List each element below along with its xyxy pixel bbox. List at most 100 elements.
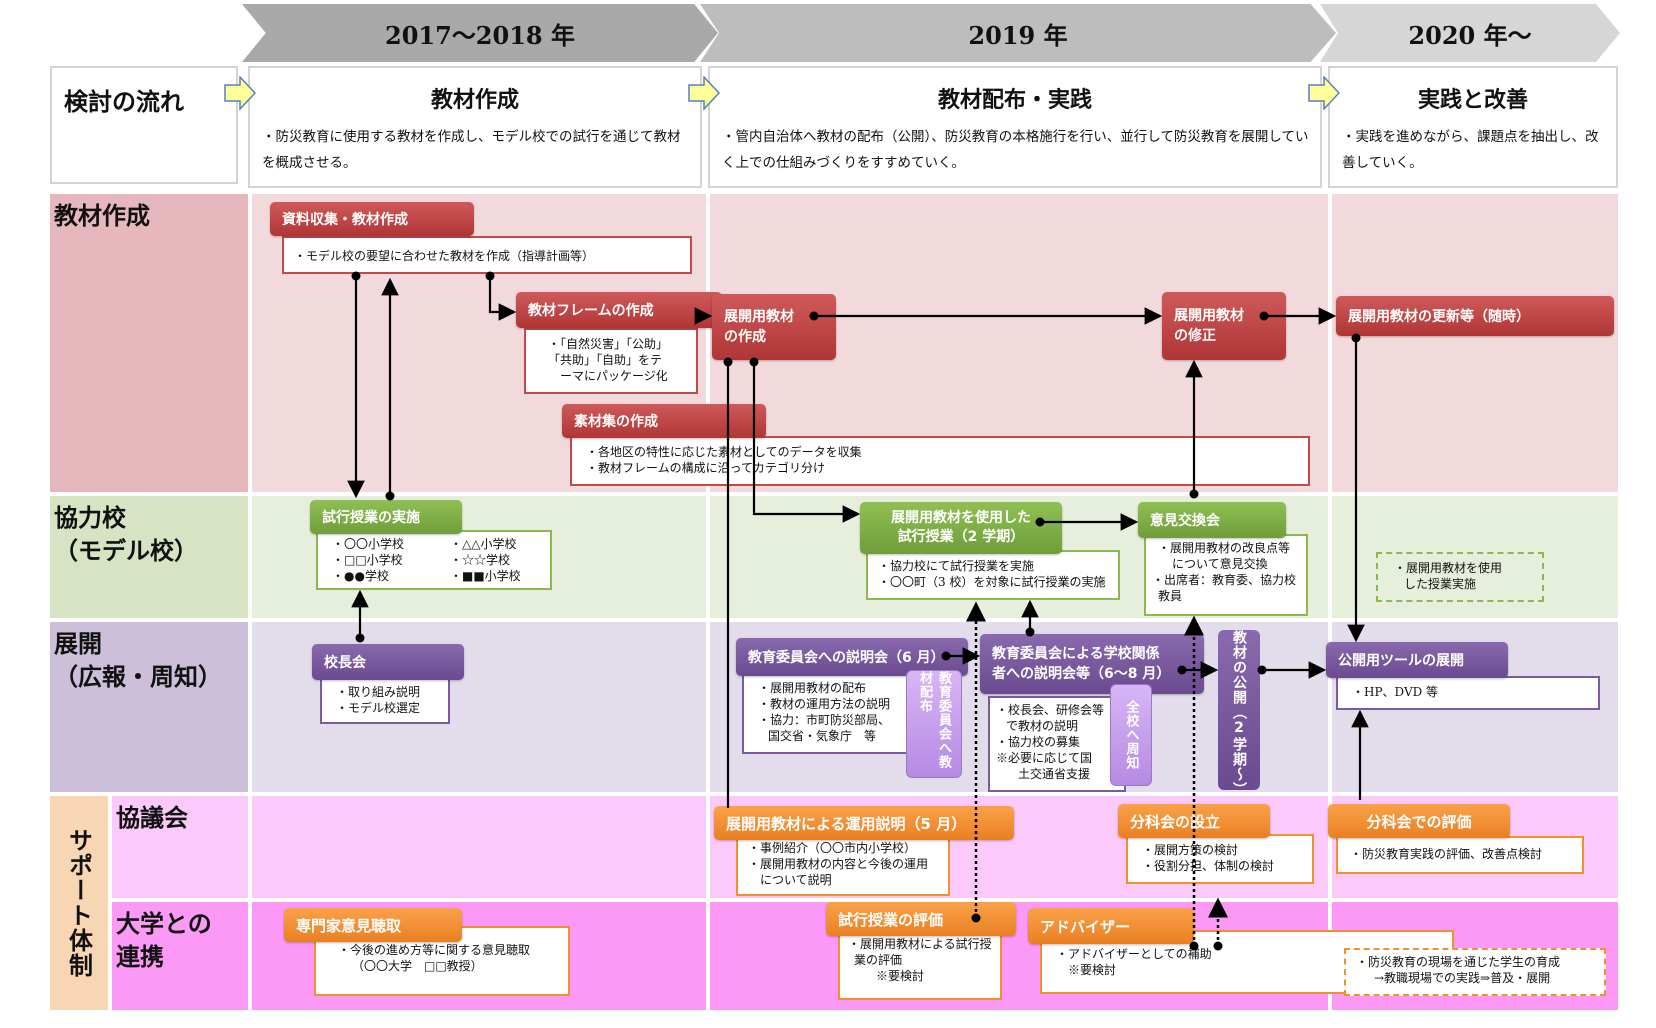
trial-class-2nd-term-node: 展開用教材を使用した 試行授業（2 学期）: [860, 502, 1062, 554]
flow-arrow-icon: [1308, 76, 1340, 110]
subcommittee-body: ・展開方策の検討 ・役割分担、体制の検討: [1126, 834, 1314, 884]
collect-materials-node: 資料収集・教材作成: [270, 202, 474, 236]
trial2-body: ・協力校にて試行授業を実施 ・〇〇町（3 校）を対象に試行授業の実施: [866, 550, 1120, 600]
revise-material-node: 展開用教材 の修正: [1162, 292, 1286, 360]
phase-title: 教材作成: [430, 88, 519, 113]
body-line: ・出席者：教育委、協力校: [1152, 573, 1297, 587]
body-line: 業の評価: [854, 953, 903, 967]
lane-title-line: （モデル校）: [54, 537, 198, 565]
year-label: 2020 年〜: [1408, 20, 1532, 50]
lane-label-council: 協議会: [112, 796, 248, 898]
expert-hearing-node: 専門家意見聴取: [284, 908, 462, 942]
trial-class-node: 試行授業の実施: [310, 500, 462, 534]
phase-improvement: 実践と改善 ・実践を進めながら、課題点を抽出し、改善していく。: [1328, 66, 1618, 188]
flow-arrow-icon: [688, 76, 720, 110]
body-line: ※要検討: [876, 969, 925, 983]
lane-council-2017: [252, 796, 706, 898]
node-title-line: 展開用教材: [1174, 308, 1244, 324]
body-line: →教職現場での実践⇒普及・展開: [1374, 971, 1551, 985]
body-line: 「共助」「自助」をテ: [548, 353, 663, 367]
body-line: ・教材の運用方法の説明: [758, 697, 891, 711]
school-list: ・〇〇小学校 ・△△小学校 ・□□小学校 ・☆☆学校 ・●●学校 ・■■小学校: [332, 536, 536, 584]
phase-title: 教材配布・実践: [937, 88, 1092, 113]
school-item: ・■■小学校: [450, 569, 521, 583]
lane-label-school: 協力校（モデル校）: [50, 496, 248, 618]
operation-explanation-node: 展開用教材による運用説明（5 月）: [714, 806, 1014, 840]
school-item: ・△△小学校: [450, 537, 517, 551]
principals-meeting-node: 校長会: [312, 644, 464, 680]
phase-desc: ・実践を進めながら、課題点を抽出し、改善していく。: [1342, 129, 1599, 171]
body-line: ・モデル校選定: [336, 701, 421, 715]
public-tools-node: 公開用ツールの展開: [1326, 642, 1508, 678]
lane-title: 協力校（モデル校）: [50, 496, 248, 568]
body-line: ・各地区の特性に応じた素材としてのデータを収集: [586, 445, 862, 459]
year-label: 2019 年: [968, 20, 1068, 50]
body-line: ※要検討: [1068, 963, 1117, 977]
body-line: ※必要に応じて国: [996, 751, 1093, 765]
year-banner-2020: 2020 年〜: [1320, 4, 1620, 62]
lane-title: 協議会: [116, 804, 188, 832]
node-title-line: の作成: [724, 329, 766, 345]
body-line: ・アドバイザーとしての補助: [1056, 947, 1212, 961]
assets-body: ・各地区の特性に応じた素材としてのデータを収集 ・教材フレームの構成に沿ってカテ…: [570, 436, 1310, 486]
opinion-exchange-node: 意見交換会: [1138, 502, 1286, 538]
node-title-line: 試行授業（2 学期）: [897, 529, 1025, 545]
body-line: について説明: [760, 873, 832, 887]
phase-desc: ・防災教育に使用する教材を作成し、モデル校での試行を通じて教材を概成させる。: [262, 129, 681, 171]
trial-evaluation-node: 試行授業の評価: [826, 902, 1016, 936]
body-line: ・展開用教材を使用: [1394, 561, 1503, 575]
school-briefing-node: 教育委員会による学校関係 者への説明会等（6〜8 月）: [980, 634, 1204, 694]
frame-node: 教材フレームの作成: [516, 292, 722, 328]
body-line: ・展開用教材の改良点等: [1158, 541, 1291, 555]
body-line: ・〇〇町（3 校）を対象に試行授業の実施: [878, 575, 1106, 589]
phase-desc: ・管内自治体へ教材の配布（公開）、防災教育の本格施行を行い、並行して防災教育を展…: [722, 129, 1309, 171]
body-line: ・教材フレームの構成に沿ってカテゴリ分け: [586, 461, 826, 475]
flow-arrow-icon: [224, 76, 256, 110]
lane-label-support: サポート体制: [50, 796, 108, 1010]
body-line: ・取り組み説明: [336, 685, 421, 699]
all-schools-tag: 全校へ周知: [1110, 684, 1152, 786]
body-line: ・校長会、研修会等: [996, 703, 1105, 717]
node-title-line: 展開用教材を使用した: [891, 510, 1031, 526]
phase-distribution: 教材配布・実践 ・管内自治体へ教材の配布（公開）、防災教育の本格施行を行い、並行…: [708, 66, 1322, 188]
subcommittee-setup-node: 分科会の設立: [1118, 804, 1270, 838]
lane-label-material: 教材作成: [50, 194, 248, 492]
node-title-line: の修正: [1174, 328, 1216, 344]
body-line: 国交省・気象庁 等: [768, 729, 877, 743]
body-line: ・展開用教材の配布: [758, 681, 867, 695]
body-line: ・役割分担、体制の検討: [1142, 859, 1275, 873]
explain-body: ・事例紹介（〇〇市内小学校） ・展開用教材の内容と今後の運用 について説明: [736, 834, 950, 896]
lane-title-line: 大学との: [116, 910, 212, 938]
body-line: ーマにパッケージ化: [560, 369, 668, 383]
phase-title: 実践と改善: [1417, 88, 1528, 113]
evaluation-body: ・防災教育実践の評価、改善点検討: [1336, 836, 1584, 874]
year-banner-2017-2018: 2017〜2018 年: [242, 4, 718, 62]
lane-label-university: 大学との連携: [112, 902, 248, 1010]
tools-body: ・HP、DVD 等: [1336, 676, 1600, 710]
trial-schools-body: ・〇〇小学校 ・△△小学校 ・□□小学校 ・☆☆学校 ・●●学校 ・■■小学校: [316, 530, 552, 590]
body-line: 教員: [1158, 589, 1183, 603]
body-line: ・協力：市町防災部局、: [758, 713, 891, 727]
body-line: ・協力校にて試行授業を実施: [878, 559, 1035, 573]
board-brief-body: ・展開用教材の配布 ・教材の運用方法の説明 ・協力：市町防災部局、 国交省・気象…: [742, 672, 918, 754]
subcommittee-evaluation-node: 分科会での評価: [1328, 804, 1510, 838]
node-title-line: 展開用教材: [724, 309, 794, 325]
lane-title-line: （広報・周知）: [54, 663, 222, 691]
student-training-box: ・防災教育の現場を通じた学生の育成 →教職現場での実践⇒普及・展開: [1344, 948, 1606, 996]
lane-title: 大学との連携: [112, 902, 248, 974]
school-item: ・〇〇小学校: [332, 537, 405, 551]
deploy-material-creation-node: 展開用教材 の作成: [712, 294, 836, 360]
body-line: ・防災教育の現場を通じた学生の育成: [1356, 955, 1561, 969]
advisor-node: アドバイザー: [1028, 908, 1194, 944]
lane-school-2020: [1332, 496, 1618, 618]
lane-title-line: 連携: [116, 943, 164, 971]
body-line: ・今後の進め方等に関する意見聴取: [338, 943, 531, 957]
body-line: 土交通省支援: [1018, 767, 1091, 781]
lane-label-deploy: 展開（広報・周知）: [50, 622, 248, 792]
trial-eval-body: ・展開用教材による試行授 業の評価 ※要検討: [838, 930, 1002, 1000]
publish-material-node: 教材の公開（2学期〜）: [1218, 630, 1260, 797]
body-line: ・事例紹介（〇〇市内小学校）: [748, 841, 917, 855]
collect-body: ・モデル校の要望に合わせた教材を作成（指導計画等）: [282, 236, 692, 274]
body-line: で教材の説明: [1006, 719, 1079, 733]
body-line: した授業実施: [1404, 577, 1477, 591]
